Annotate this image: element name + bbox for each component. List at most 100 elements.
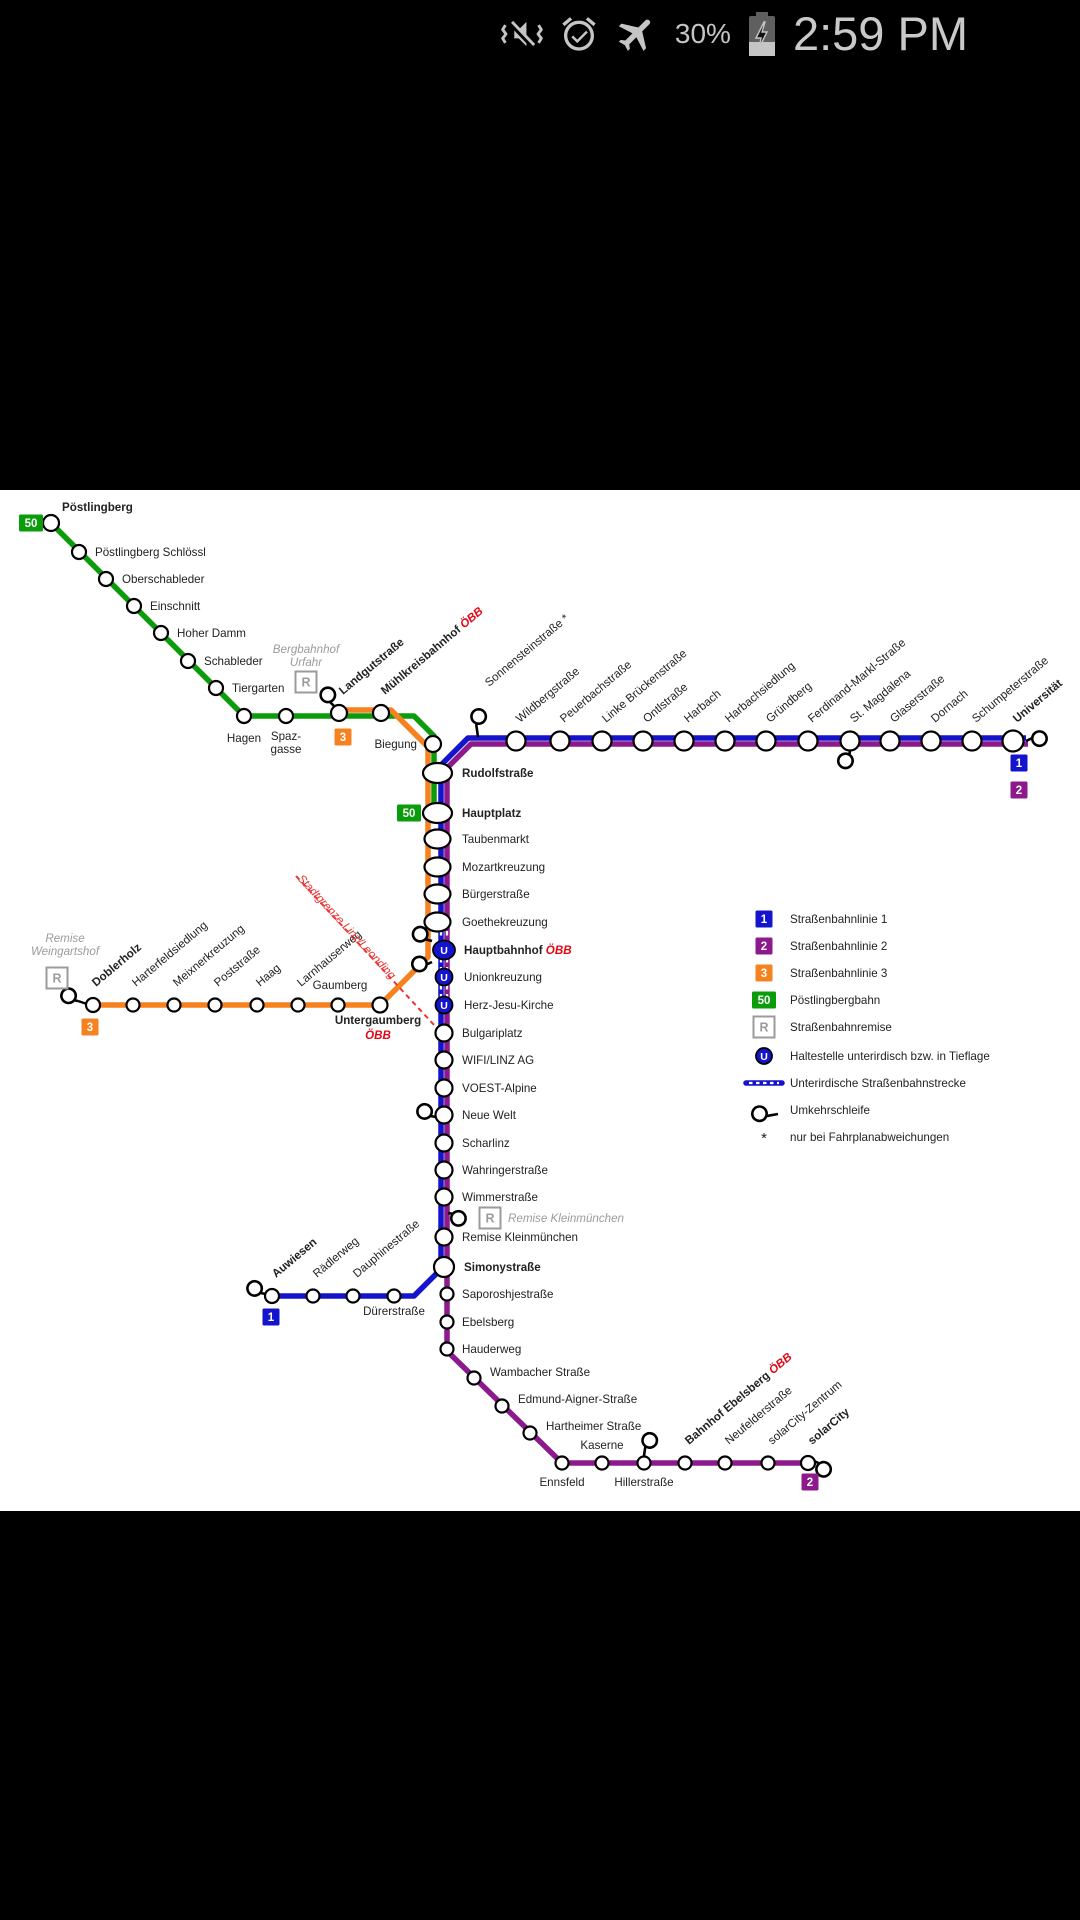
station-label: Remise Kleinmünchen xyxy=(462,1231,578,1244)
remise-label: R xyxy=(301,676,310,690)
badge-label: 1 xyxy=(268,1312,275,1324)
route-city-border xyxy=(295,875,449,1041)
route-line50 xyxy=(49,521,437,813)
legend-label: Pöstlingbergbahn xyxy=(790,994,880,1007)
station-simonystra-e xyxy=(432,1255,456,1279)
status-bar: 30% 2:59 PM xyxy=(0,0,1080,68)
legend-label: Straßenbahnlinie 3 xyxy=(790,967,887,980)
station-label: Neue Welt xyxy=(462,1109,517,1122)
station-d-rerstra-e xyxy=(386,1288,402,1304)
airplane-mode-icon xyxy=(615,12,659,56)
station-neufelderstra-e xyxy=(717,1455,733,1471)
station-label: Auwiesen xyxy=(270,1236,320,1281)
station-label: VOEST-Alpine xyxy=(462,1082,537,1095)
station-hoher-damm xyxy=(152,624,170,642)
station-rudolfstra-e xyxy=(421,761,454,785)
station-label: Einschnitt xyxy=(150,600,201,613)
station-wifi-linz-ag xyxy=(434,1050,454,1070)
loop-universitaet xyxy=(1025,730,1048,748)
line-badge-2 xyxy=(801,1473,819,1491)
station-label: Dürerstraße xyxy=(363,1305,425,1318)
map-annotation: Bergbahnhof xyxy=(273,643,341,656)
legend-label: Haltestelle unterirdisch bzw. in Tieflag… xyxy=(790,1050,990,1063)
station-taubenmarkt xyxy=(423,828,452,850)
station-glaserstra-e xyxy=(879,730,901,752)
badge-label: 1 xyxy=(761,914,768,926)
station-b-rgerstra-e xyxy=(423,883,452,905)
remise-label: R xyxy=(759,1021,768,1035)
station-label: Dauphinestraße xyxy=(351,1217,423,1280)
loop-hillerstrasse xyxy=(641,1431,659,1457)
underground-u-label: U xyxy=(440,1000,448,1012)
station-biegung xyxy=(423,734,443,754)
legend-remise-icon xyxy=(752,1015,776,1039)
station-edmund-aigner-stra-e xyxy=(494,1398,510,1414)
underground-u-label: U xyxy=(440,972,448,984)
station-label: Kaserne xyxy=(580,1439,623,1452)
station-label: Oberschableder xyxy=(122,573,205,586)
station-label: Edmund-Aigner-Straße xyxy=(518,1393,637,1406)
line-badge-3 xyxy=(334,728,352,746)
station-label: Haag xyxy=(254,962,284,990)
station-ferdinand-markl-stra-e xyxy=(797,730,819,752)
legend-label: Straßenbahnlinie 2 xyxy=(790,940,887,953)
station-harbachsiedlung xyxy=(714,730,736,752)
station-mozartkreuzung xyxy=(423,856,452,878)
station-label: WIFI/LINZ AG xyxy=(462,1054,534,1067)
line-badge-2 xyxy=(1010,781,1028,799)
station-label: Unionkreuzung xyxy=(464,971,542,984)
station-kaserne xyxy=(594,1455,610,1471)
station-label: Wahringerstraße xyxy=(462,1164,548,1177)
station-neue-welt xyxy=(434,1105,454,1125)
station-spazgasse xyxy=(277,707,295,725)
legend-badge-1 xyxy=(755,910,773,928)
station-label: Hauptplatz xyxy=(462,807,521,820)
station-saporoshjestra-e xyxy=(439,1286,455,1302)
station-ennsfeld xyxy=(554,1455,570,1471)
station-harbach xyxy=(673,730,695,752)
loop-neue-welt xyxy=(416,1102,437,1120)
station-label: Pöstlingberg Schlössl xyxy=(95,546,206,559)
remise-bergbahnhof-urfahr-icon xyxy=(294,670,318,694)
remise-label: R xyxy=(52,972,61,986)
badge-label: 2 xyxy=(761,941,767,953)
vibrate-muted-icon xyxy=(501,14,543,54)
clock-label: 2:59 PM xyxy=(792,7,968,60)
station-label: Bulgariplatz xyxy=(462,1027,523,1040)
remise-label: R xyxy=(485,1212,494,1226)
station-wimmerstra-e xyxy=(434,1187,454,1207)
station-bulgariplatz xyxy=(434,1023,454,1043)
line-badge-50 xyxy=(397,804,421,822)
loop-hauptbahnhof-nord xyxy=(411,925,433,943)
station-label: Mozartkreuzung xyxy=(462,861,545,874)
station-solarcity-zentrum xyxy=(760,1455,776,1471)
station-p-stlingberg xyxy=(41,513,61,533)
battery-percent-label: 30% xyxy=(674,18,731,49)
station-hagen xyxy=(235,707,253,725)
station-p-stlingberg-schl-ssl xyxy=(70,543,88,561)
station-schableder xyxy=(179,652,197,670)
station-label: Pöstlingberg xyxy=(62,501,133,514)
station-wambacher-stra-e xyxy=(466,1370,482,1386)
station-haag xyxy=(249,997,265,1013)
badge-label: 3 xyxy=(87,1022,93,1034)
badge-label: 50 xyxy=(403,808,416,820)
station-universit-t xyxy=(1001,729,1025,753)
map-annotation: Remise xyxy=(45,932,85,945)
station-wildbergstra-e xyxy=(505,730,527,752)
station-goethekreuzung xyxy=(423,911,452,933)
underground-u-label: U xyxy=(760,1051,768,1063)
station-label: Taubenmarkt xyxy=(462,833,530,846)
station-linke-br-ckenstra-e xyxy=(591,730,613,752)
station-st-magdalena xyxy=(839,730,861,752)
loop-sonnensteinstrasse xyxy=(470,708,488,738)
map-annotation: Weingartshof xyxy=(31,945,101,958)
station-oberschableder xyxy=(97,570,115,588)
legend-loop-icon xyxy=(750,1105,779,1123)
badge-label: 3 xyxy=(761,968,767,980)
legend-badge-2 xyxy=(755,937,773,955)
status-icons-cluster: 30% 2:59 PM xyxy=(501,6,968,62)
station-label: Goethekreuzung xyxy=(462,916,548,929)
